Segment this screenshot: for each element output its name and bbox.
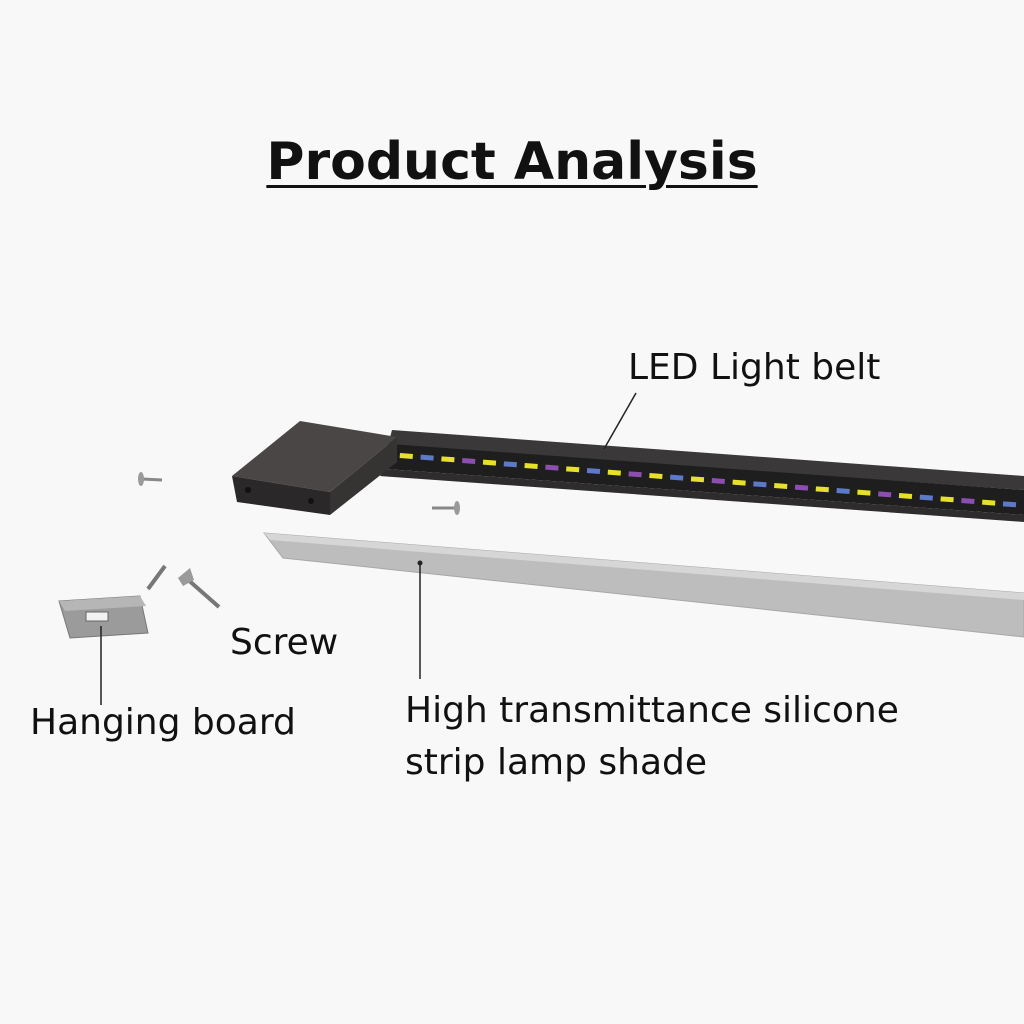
led-chip xyxy=(586,468,601,474)
screw-icon xyxy=(432,501,460,515)
led-chip xyxy=(732,479,746,486)
hanging-board-label: Hanging board xyxy=(30,702,296,743)
lamp-shade-label: High transmittance silicone strip lamp s… xyxy=(405,685,899,789)
screw-icon xyxy=(138,472,163,486)
screw-icon xyxy=(146,564,167,591)
led-chip xyxy=(753,481,767,488)
leader-line-led-belt xyxy=(603,392,637,450)
led-chip xyxy=(607,469,621,476)
led-chip xyxy=(420,454,434,461)
page-title: Product Analysis xyxy=(0,132,1024,192)
led-chip xyxy=(898,493,913,499)
led-chip xyxy=(649,473,663,479)
led-chip xyxy=(815,486,829,493)
led-chip xyxy=(690,476,705,483)
led-chip xyxy=(774,482,788,489)
led-chip xyxy=(1002,501,1017,508)
led-chip xyxy=(628,471,642,478)
led-chip xyxy=(399,453,413,459)
lamp-shade-strip xyxy=(262,532,1024,638)
led-light-belt-body xyxy=(380,430,1024,522)
led-chip xyxy=(503,461,517,468)
led-chip xyxy=(919,494,933,501)
led-chip xyxy=(961,498,975,504)
led-chip-row xyxy=(399,453,1017,508)
hanging-board-icon xyxy=(58,595,149,639)
led-chip xyxy=(857,489,871,496)
page-title-text: Product Analysis xyxy=(266,132,758,192)
led-chip xyxy=(794,484,809,491)
led-chip xyxy=(711,477,725,484)
led-chip xyxy=(482,459,497,466)
led-chip xyxy=(462,458,476,464)
screw-icon xyxy=(178,568,221,609)
led-chip xyxy=(836,488,850,494)
led-light-belt-label: LED Light belt xyxy=(628,347,881,388)
lamp-shade-label-line-1: High transmittance silicone xyxy=(405,690,899,731)
led-chip xyxy=(545,464,559,471)
led-chip xyxy=(441,456,455,463)
led-chip xyxy=(878,491,892,498)
end-cap xyxy=(232,421,397,515)
led-chip xyxy=(524,463,538,469)
screw-label: Screw xyxy=(230,622,339,663)
led-chip xyxy=(670,474,684,481)
lamp-shade-label-line-2: strip lamp shade xyxy=(405,742,708,784)
led-chip xyxy=(566,466,580,473)
led-chip xyxy=(940,496,954,503)
led-chip xyxy=(982,499,996,506)
